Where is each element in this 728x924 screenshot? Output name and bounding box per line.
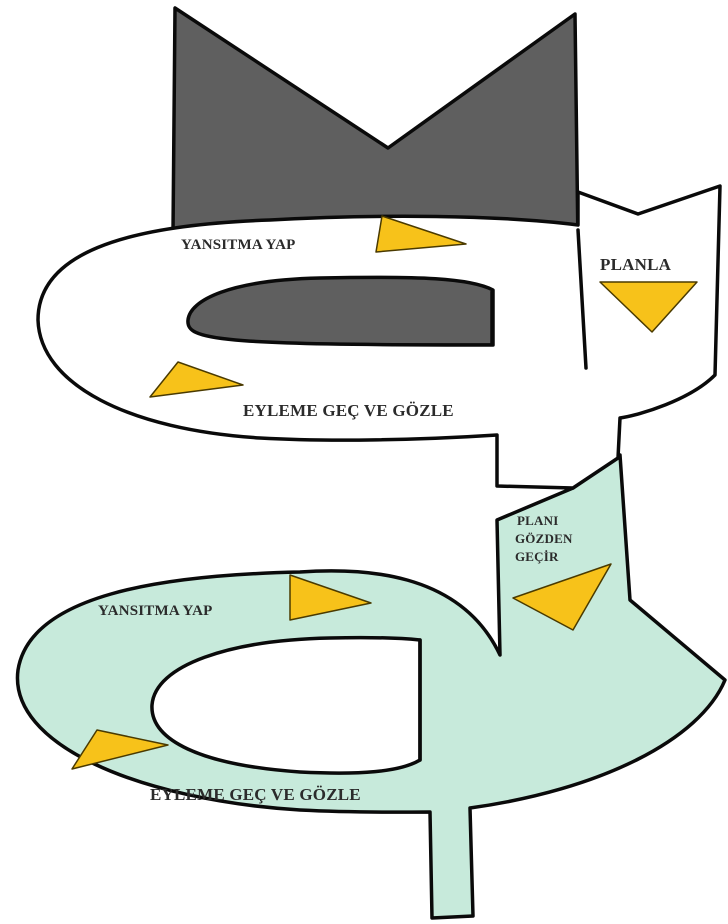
lower-revise-label-line3: GEÇİR — [515, 549, 559, 564]
lower-reflect-label: YANSITMA YAP — [98, 603, 213, 619]
lower-revise-arrow-icon — [512, 563, 612, 631]
upper-cycle-ring — [36, 184, 722, 490]
upper-plan-label: PLANLA — [600, 255, 672, 274]
lower-act-arrow-icon — [71, 729, 169, 770]
lower-cycle — [15, 453, 727, 920]
lower-revise-label-line1: PLANI — [517, 513, 558, 528]
upper-cycle — [36, 184, 722, 490]
upper-act-label: EYLEME GEÇ VE GÖZLE — [243, 401, 454, 420]
lower-act-label: EYLEME GEÇ VE GÖZLE — [150, 785, 361, 804]
upper-plan-arrow-icon — [599, 281, 698, 333]
upper-act-arrow-icon — [149, 361, 244, 398]
lower-reflect-arrow-icon — [289, 574, 372, 621]
lower-cycle-ring — [15, 453, 727, 920]
lower-revise-label-line2: GÖZDEN — [515, 531, 573, 546]
upper-reflect-arrow-icon — [375, 215, 467, 253]
upper-cycle-fold-line — [576, 228, 588, 370]
upper-reflect-label: YANSITMA YAP — [181, 237, 296, 253]
